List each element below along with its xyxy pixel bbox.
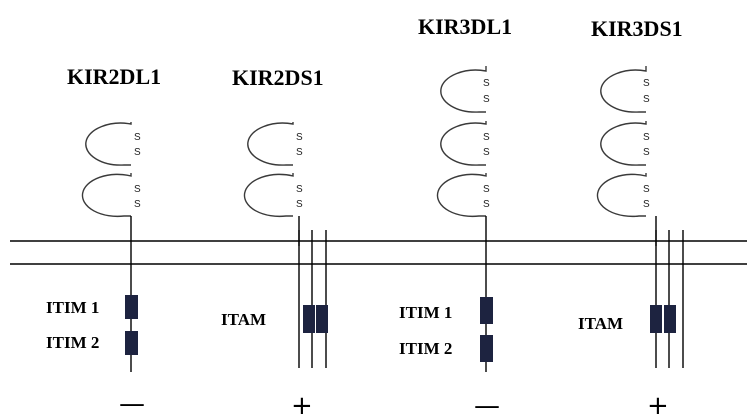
ig-domain-loop: S S bbox=[436, 173, 490, 218]
ig-domain-loop: S S bbox=[596, 173, 650, 218]
itim-motif-box bbox=[480, 335, 493, 362]
itam-motif-box bbox=[664, 305, 676, 333]
disulfide-s: S bbox=[483, 184, 490, 195]
receptor-kir2dl1: S S S S ITIM 1 ITIM 2 — bbox=[46, 122, 145, 417]
activating-sign: + bbox=[647, 391, 669, 417]
ig-domain-loop: S S bbox=[600, 66, 650, 113]
itim-1-label: ITIM 1 bbox=[399, 303, 452, 322]
receptor-kir3ds1: S S S S S S ITAM + bbox=[578, 66, 684, 417]
ig-domain-loop: S S bbox=[600, 121, 650, 166]
ig-domain-loop: S S bbox=[243, 173, 303, 218]
ig-domain-loop: S S bbox=[85, 122, 141, 166]
receptor-name-kir2ds1: KIR2DS1 bbox=[232, 65, 324, 90]
disulfide-s: S bbox=[296, 147, 303, 158]
receptor-name-kir3ds1: KIR3DS1 bbox=[591, 16, 683, 41]
inhibitory-sign: — bbox=[119, 389, 145, 417]
disulfide-s: S bbox=[134, 132, 141, 143]
itam-motif-box bbox=[316, 305, 328, 333]
itim-2-label: ITIM 2 bbox=[399, 339, 452, 358]
disulfide-s: S bbox=[134, 184, 141, 195]
itam-label: ITAM bbox=[578, 314, 623, 333]
ig-domain-loop: S S bbox=[440, 121, 490, 166]
itam-motif-box bbox=[303, 305, 315, 333]
itim-motif-box bbox=[125, 331, 138, 355]
ig-domain-loop: S S bbox=[81, 173, 141, 218]
itim-1-label: ITIM 1 bbox=[46, 298, 99, 317]
disulfide-s: S bbox=[643, 132, 650, 143]
receptor-kir3dl1: S S S S S S ITIM 1 ITIM 2 — bbox=[399, 66, 500, 417]
itam-label: ITAM bbox=[221, 310, 266, 329]
activating-sign: + bbox=[291, 391, 313, 417]
disulfide-s: S bbox=[643, 94, 650, 105]
itam-motif-box bbox=[650, 305, 662, 333]
inhibitory-sign: — bbox=[474, 391, 500, 417]
disulfide-s: S bbox=[643, 184, 650, 195]
receptor-kir2ds1: S S S S ITAM + bbox=[221, 122, 328, 417]
disulfide-s: S bbox=[134, 147, 141, 158]
disulfide-s: S bbox=[134, 199, 141, 210]
disulfide-s: S bbox=[643, 199, 650, 210]
receptor-name-kir3dl1: KIR3DL1 bbox=[418, 14, 512, 39]
disulfide-s: S bbox=[296, 132, 303, 143]
disulfide-s: S bbox=[483, 199, 490, 210]
ig-domain-loop: S S bbox=[440, 66, 490, 113]
disulfide-s: S bbox=[296, 184, 303, 195]
disulfide-s: S bbox=[643, 78, 650, 89]
disulfide-s: S bbox=[483, 94, 490, 105]
disulfide-s: S bbox=[483, 132, 490, 143]
receptor-name-kir2dl1: KIR2DL1 bbox=[67, 64, 161, 89]
itim-2-label: ITIM 2 bbox=[46, 333, 99, 352]
cell-membrane bbox=[10, 240, 747, 265]
ig-domain-loop: S S bbox=[247, 122, 303, 166]
disulfide-s: S bbox=[296, 199, 303, 210]
disulfide-s: S bbox=[483, 78, 490, 89]
disulfide-s: S bbox=[483, 147, 490, 158]
itim-motif-box bbox=[480, 297, 493, 324]
itim-motif-box bbox=[125, 295, 138, 319]
disulfide-s: S bbox=[643, 147, 650, 158]
